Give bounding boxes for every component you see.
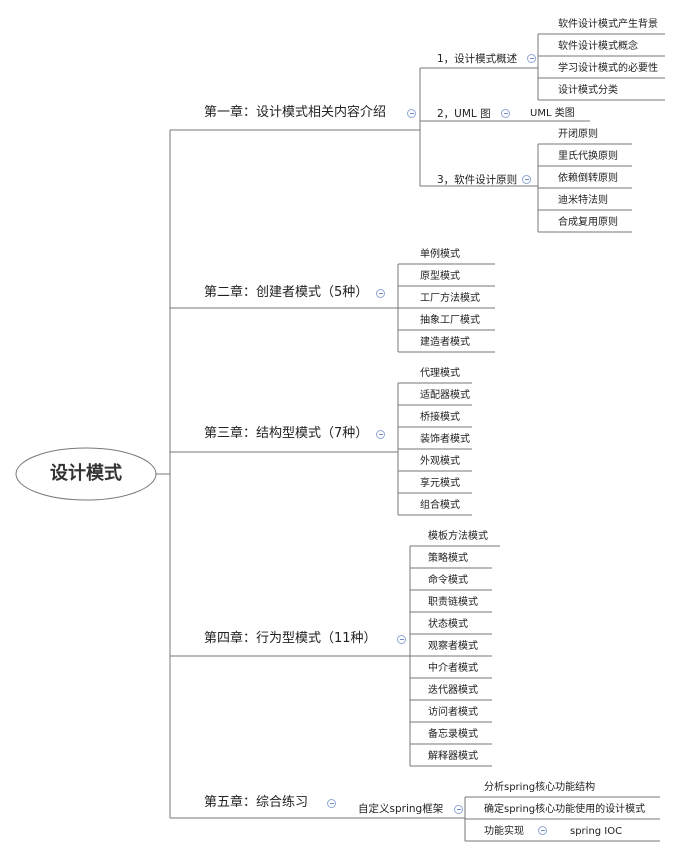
chapter-5-collapse-icon[interactable] xyxy=(327,799,336,808)
leaf-item[interactable]: 享元模式 xyxy=(420,478,460,489)
leaf-item[interactable]: 外观模式 xyxy=(420,456,460,467)
leaf-item[interactable]: UML 类图 xyxy=(530,108,575,119)
section-3-collapse-icon[interactable] xyxy=(522,175,531,184)
leaf-item[interactable]: 组合模式 xyxy=(420,500,460,511)
leaf-item[interactable]: 确定spring核心功能使用的设计模式 xyxy=(484,804,646,815)
leaf-item[interactable]: 抽象工厂模式 xyxy=(420,315,480,326)
leaf-item[interactable]: 迪米特法则 xyxy=(558,195,608,206)
leaf-item[interactable]: 合成复用原则 xyxy=(558,217,618,228)
leaf-item[interactable]: 分析spring核心功能结构 xyxy=(484,782,596,793)
leaf-item[interactable]: 桥接模式 xyxy=(420,412,460,423)
chapter-3-collapse-icon[interactable] xyxy=(376,430,385,439)
leaf-item[interactable]: 中介者模式 xyxy=(428,663,478,674)
leaf-item[interactable]: 软件设计模式产生背景 xyxy=(558,19,658,30)
leaf-item[interactable]: 开闭原则 xyxy=(558,129,598,140)
section-2-collapse-icon[interactable] xyxy=(501,109,510,118)
section-1-collapse-icon[interactable] xyxy=(527,54,536,63)
chapter-1-section-3[interactable]: 3，软件设计原则 xyxy=(437,174,518,186)
chapter-2-title[interactable]: 第二章：创建者模式（5种） xyxy=(204,285,369,300)
chapter-5-title[interactable]: 第五章：综合练习 xyxy=(204,795,309,810)
leaf-item[interactable]: spring IOC xyxy=(570,826,623,837)
leaf-item[interactable]: 备忘录模式 xyxy=(428,729,478,740)
chapter-4-collapse-icon[interactable] xyxy=(397,635,406,644)
chapter-2-collapse-icon[interactable] xyxy=(376,289,385,298)
leaf-item[interactable]: 观察者模式 xyxy=(428,641,478,652)
leaf-item[interactable]: 状态模式 xyxy=(428,619,468,630)
chapter-1-collapse-icon[interactable] xyxy=(407,109,416,118)
chapter-5-section-2[interactable]: 功能实现 xyxy=(484,826,524,837)
leaf-item[interactable]: 学习设计模式的必要性 xyxy=(558,63,658,74)
chapter-1-section-1[interactable]: 1，设计模式概述 xyxy=(437,53,518,65)
leaf-item[interactable]: 迭代器模式 xyxy=(428,685,478,696)
leaf-item[interactable]: 建造者模式 xyxy=(420,337,470,348)
leaf-item[interactable]: 访问者模式 xyxy=(428,707,478,718)
leaf-item[interactable]: 里氏代换原则 xyxy=(558,151,618,162)
leaf-item[interactable]: 职责链模式 xyxy=(428,597,478,608)
chapter-5-section-1[interactable]: 自定义spring框架 xyxy=(358,803,444,815)
function-impl-collapse-icon[interactable] xyxy=(538,826,547,835)
leaf-item[interactable]: 原型模式 xyxy=(420,271,460,282)
leaf-item[interactable]: 单例模式 xyxy=(420,249,460,260)
leaf-item[interactable]: 策略模式 xyxy=(428,553,468,564)
spring-framework-collapse-icon[interactable] xyxy=(454,805,463,814)
chapter-1-title[interactable]: 第一章：设计模式相关内容介绍 xyxy=(204,105,387,120)
leaf-item[interactable]: 解释器模式 xyxy=(428,751,478,762)
root-node[interactable]: 设计模式 xyxy=(50,463,122,484)
leaf-item[interactable]: 装饰者模式 xyxy=(420,434,470,445)
leaf-item[interactable]: 代理模式 xyxy=(420,368,460,379)
chapter-4-title[interactable]: 第四章：行为型模式（11种） xyxy=(204,631,377,646)
leaf-item[interactable]: 软件设计模式概念 xyxy=(558,41,638,52)
leaf-item[interactable]: 设计模式分类 xyxy=(558,85,618,96)
leaf-item[interactable]: 模板方法模式 xyxy=(428,531,488,542)
leaf-item[interactable]: 命令模式 xyxy=(428,575,468,586)
leaf-item[interactable]: 工厂方法模式 xyxy=(420,293,480,304)
chapter-3-title[interactable]: 第三章：结构型模式（7种） xyxy=(204,426,369,441)
chapter-1-section-2[interactable]: 2，UML 图 xyxy=(437,108,491,120)
leaf-item[interactable]: 适配器模式 xyxy=(420,390,470,401)
leaf-item[interactable]: 依赖倒转原则 xyxy=(558,173,618,184)
